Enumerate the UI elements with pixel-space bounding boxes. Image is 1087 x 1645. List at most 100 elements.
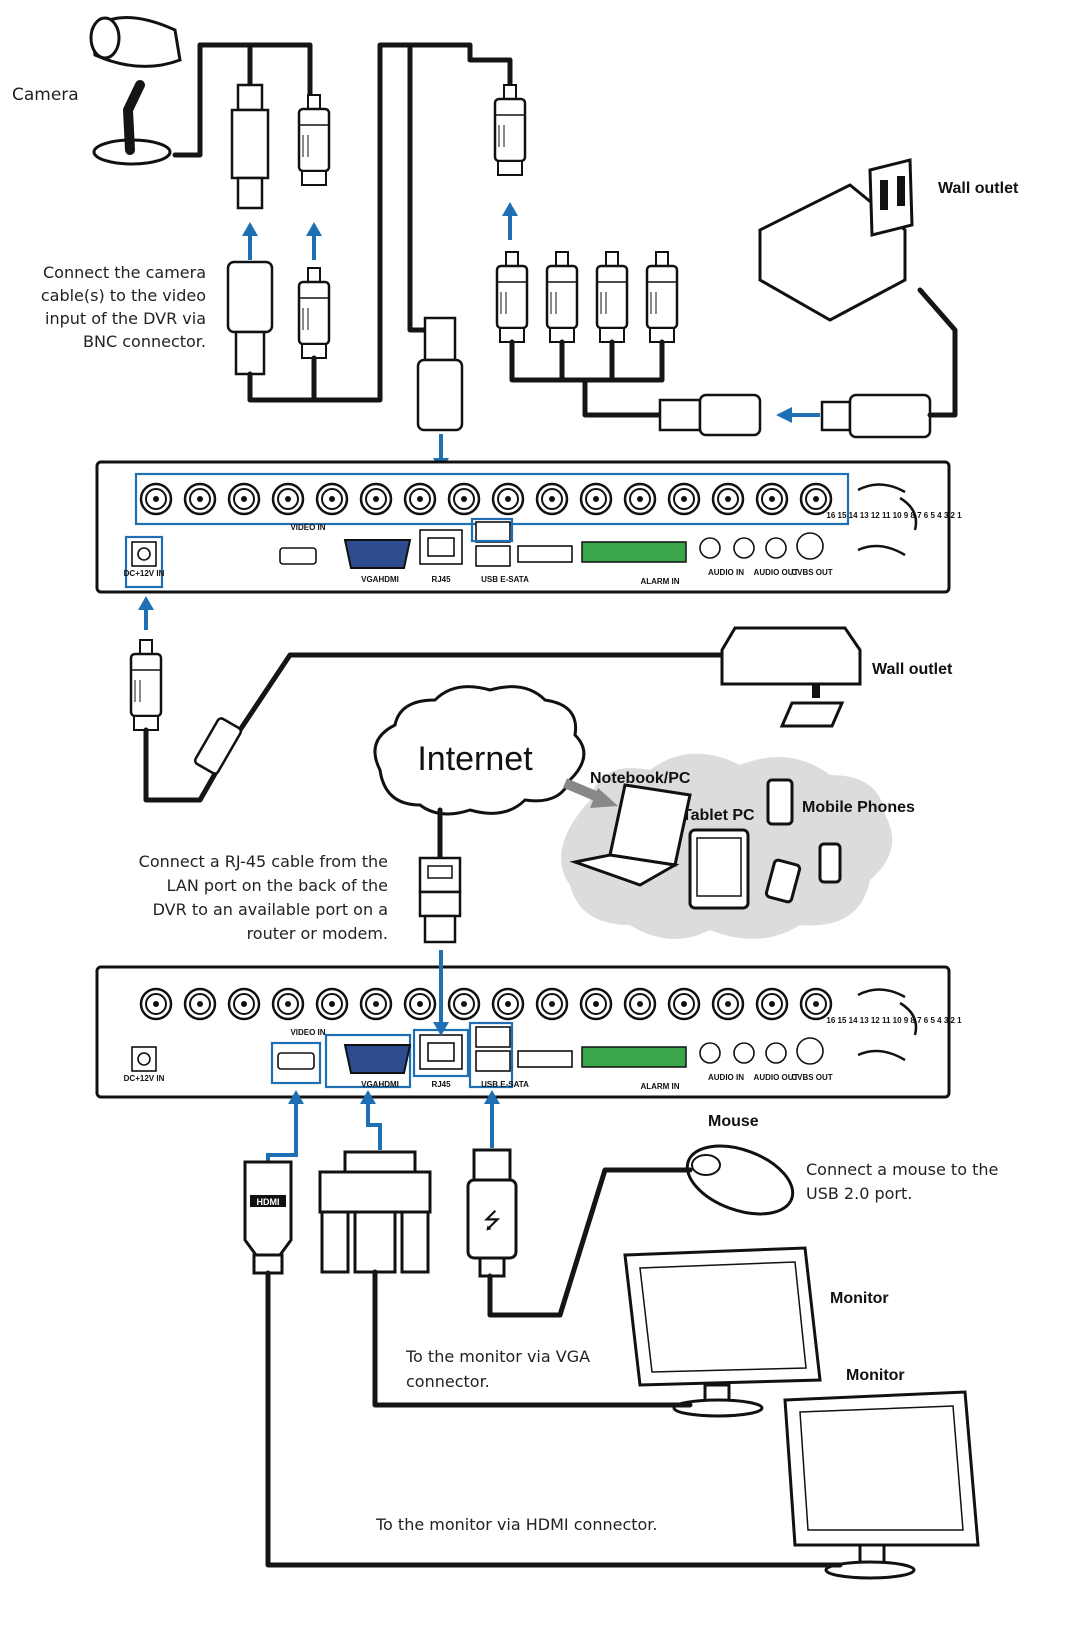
laptop-icon (569, 783, 692, 887)
bnc-video-in-port-icon (183, 482, 217, 516)
power-connect-arrow (304, 220, 324, 262)
mouse-icon (685, 1144, 795, 1216)
camera-power-cable (197, 42, 313, 98)
dc-in-highlight (124, 535, 164, 589)
rj45-note-line-1: Connect a RJ-45 cable from the (139, 852, 388, 871)
bnc-video-in-port-icon (755, 987, 789, 1021)
bnc-connect-arrow (240, 220, 260, 262)
mouse-cable (487, 1167, 693, 1318)
mouse-note-line-1: Connect a mouse to the (806, 1160, 998, 1179)
bnc-video-in-port-icon (579, 987, 613, 1021)
monitor-2-icon (783, 1390, 980, 1580)
monitor-2-label: Monitor (846, 1367, 905, 1384)
tablet-icon (688, 828, 750, 910)
alarm-terminal-icon (581, 541, 687, 563)
bnc-video-in-port-icon (447, 482, 481, 516)
usb-port-2-icon (475, 545, 511, 567)
bnc-video-in-port-icon (359, 482, 393, 516)
dvr-top-cvbs-out-label: CVBS OUT (791, 568, 832, 577)
hdmi-port-icon (279, 547, 317, 565)
adapter-cable (917, 287, 958, 418)
mobile-phone-3-icon (818, 842, 842, 884)
vga-cable (372, 1269, 693, 1408)
bnc-video-in-port-icon (535, 987, 569, 1021)
rj45-note-line-2: LAN port on the back of the (167, 876, 388, 895)
monitor-1-label: Monitor (830, 1290, 889, 1307)
splitter-input-plug-icon (493, 83, 527, 177)
monitor-1-icon (623, 1246, 822, 1418)
fan-vent-icon (857, 988, 918, 1062)
power-splitter-icon (495, 250, 762, 437)
audio-in-port-2-icon (733, 1042, 755, 1064)
bnc-video-in-port-icon (271, 987, 305, 1021)
camera-icon (89, 16, 182, 166)
mobile-phone-1-icon (766, 778, 794, 826)
bnc-video-in-port-icon (623, 987, 657, 1021)
extension-video-cable (247, 42, 443, 403)
bnc-video-in-port-icon (227, 987, 261, 1021)
camera-note-line-2: cable(s) to the video (41, 286, 206, 305)
cvbs-out-port-icon (796, 532, 824, 560)
dvr-bottom-usb-esata-label: USB E-SATA (481, 1080, 529, 1089)
mouse-note-line-2: USB 2.0 port. (806, 1184, 912, 1203)
power-adapter-icon (758, 158, 914, 322)
dvr-top-alarm-label: ALARM IN (640, 577, 679, 586)
esata-port-icon (517, 1050, 573, 1068)
svg-text:⭍: ⭍ (483, 1209, 501, 1234)
mouse-label: Mouse (708, 1113, 759, 1130)
bnc-video-in-port-icon (667, 482, 701, 516)
adapter-plug-icon (820, 393, 932, 439)
bnc-video-in-port-icon (403, 987, 437, 1021)
mobile-phone-2-icon (764, 858, 802, 904)
wall-outlet-top-label: Wall outlet (938, 180, 1019, 197)
dvr-bottom-ports: DC+12V IN VIDEO IN VGAHDMI RJ45 USB E-SA… (124, 988, 962, 1091)
dc-power-plug-icon (129, 638, 163, 732)
vga-connect-arrow (360, 1090, 382, 1150)
audio-out-port-icon (765, 1042, 787, 1064)
audio-out-port-icon (765, 537, 787, 559)
dvr-bnc-plug-icon (416, 316, 464, 432)
dvr-bottom-dc-in-label: DC+12V IN (124, 1074, 165, 1083)
bnc-video-in-port-icon (799, 482, 833, 516)
bnc-video-in-port-icon (755, 482, 789, 516)
extension-power-cable (407, 42, 513, 88)
camera-bnc-plug-icon (230, 83, 270, 210)
bnc-video-in-port-icon (139, 987, 173, 1021)
usb-port-1-icon (475, 1026, 511, 1048)
rj45-note-line-4: router or modem. (247, 924, 388, 943)
camera-note-line-4: BNC connector. (83, 332, 206, 351)
camera-note: Connect the camera cable(s) to the video… (41, 263, 206, 351)
vga-highlight (324, 1033, 412, 1089)
bnc-video-in-port-icon (403, 482, 437, 516)
dvr-top-rj45-label: RJ45 (431, 575, 451, 584)
bnc-video-in-port-icon (139, 482, 173, 516)
bnc-video-in-port-icon (491, 987, 525, 1021)
mobile-phones-label: Mobile Phones (802, 799, 915, 816)
network-arrow-icon (563, 778, 618, 808)
wall-power-adapter-icon (720, 626, 862, 728)
dvr-bottom-alarm-label: ALARM IN (640, 1082, 679, 1091)
rj45-plug-icon (418, 856, 462, 944)
dvr-top-video-in-label: VIDEO IN (290, 523, 325, 532)
vga-note-line-1: To the monitor via VGA (405, 1347, 590, 1366)
camera-note-line-3: input of the DVR via (45, 309, 206, 328)
hdmi-highlight (270, 1041, 322, 1085)
extension-bnc-plug-icon (226, 260, 274, 376)
hdmi-cable (265, 1270, 843, 1568)
usb-connect-arrow (484, 1090, 500, 1148)
dvr-top-audio-in-label: AUDIO IN (708, 568, 744, 577)
dvr-top-dc-in-label: DC+12V IN (124, 569, 165, 578)
usb-port-1-icon (475, 521, 511, 543)
ferrite-core-icon (193, 717, 243, 775)
notebook-label: Notebook/PC (590, 770, 691, 787)
bnc-video-in-port-icon (315, 482, 349, 516)
hdmi-plug-label: HDMI (257, 1197, 280, 1207)
dvr-bottom-channel-numbers: 16 15 14 13 12 11 10 9 8 7 6 5 4 3 2 1 (826, 1016, 962, 1025)
internet-cloud-icon (373, 685, 586, 816)
bnc-video-in-port-icon (535, 482, 569, 516)
bnc-video-in-port-icon (623, 482, 657, 516)
extension-power-plug-icon (297, 266, 331, 360)
fan-vent-icon (857, 483, 918, 557)
internet-label: Internet (417, 740, 533, 778)
